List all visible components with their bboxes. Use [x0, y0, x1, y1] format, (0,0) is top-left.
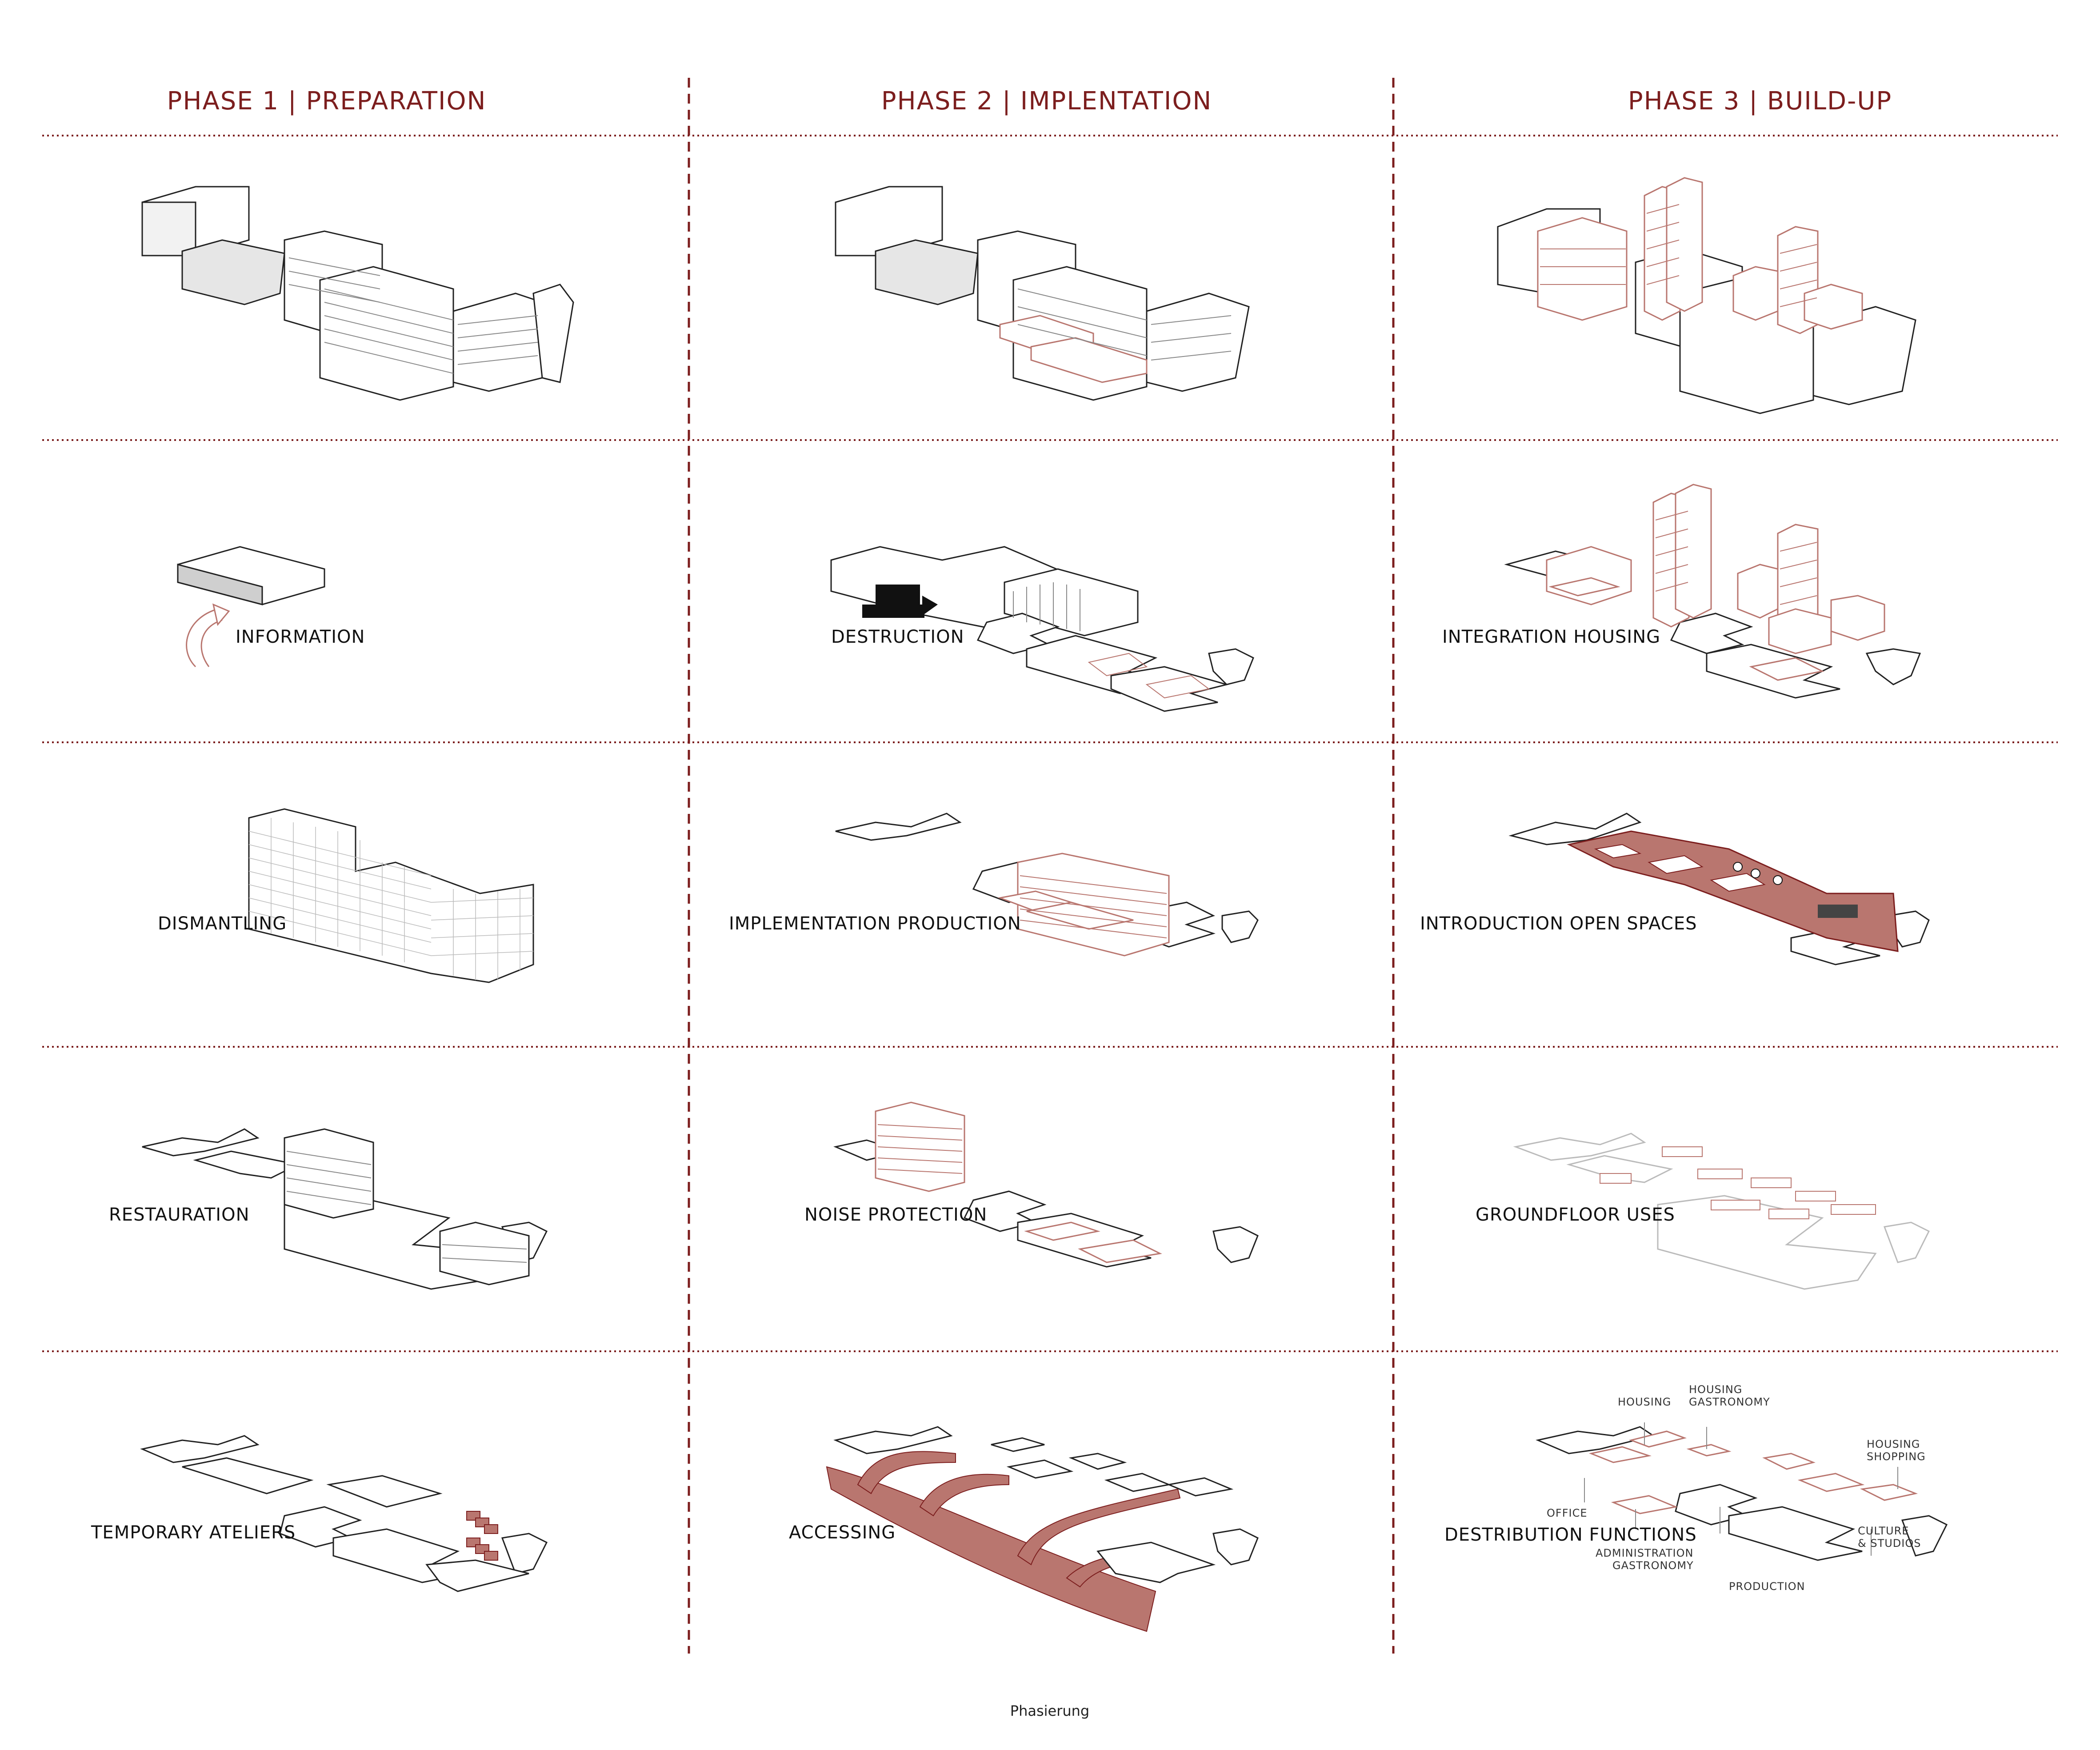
- label-housing-gastronomy-1: HOUSING: [1689, 1383, 1743, 1396]
- label-housing-shopping-1: HOUSING: [1867, 1438, 1920, 1450]
- label-culture-studios: & STUDIOS: [1858, 1537, 1921, 1550]
- building-complex-diagram: [835, 186, 1250, 401]
- caption-implementation-production: IMPLEMENTATION PRODUCTION: [729, 913, 1021, 934]
- caption-destribution-functions: DESTRIBUTION FUNCTIONS: [1444, 1525, 1697, 1545]
- caption-introduction-open-spaces: INTRODUCTION OPEN SPACES: [1420, 913, 1697, 934]
- phase-1-title: PHASE 1 | PREPARATION: [167, 87, 487, 116]
- label-housing: HOUSING: [1618, 1396, 1672, 1408]
- restauration-diagram: [142, 1128, 548, 1290]
- dismantling-diagram: [248, 808, 534, 983]
- label-administration: ADMINISTRATION: [1596, 1547, 1694, 1559]
- noise-protection-diagram: [833, 1101, 1259, 1268]
- caption-groundfloor-uses: GROUNDFLOOR USES: [1476, 1205, 1675, 1225]
- label-culture: CULTURE: [1858, 1525, 1909, 1537]
- accessing-diagram: [826, 1426, 1259, 1632]
- phase-3-title: PHASE 3 | BUILD-UP: [1628, 87, 1892, 116]
- footer-caption: Phasierung: [1010, 1702, 1090, 1719]
- label-housing-shopping-2: SHOPPING: [1867, 1450, 1926, 1463]
- caption-dismantling: DISMANTLING: [158, 913, 287, 934]
- label-office: OFFICE: [1547, 1507, 1588, 1519]
- label-administration-gastronomy: GASTRONOMY: [1612, 1559, 1694, 1572]
- caption-temporary-ateliers: TEMPORARY ATELIERS: [91, 1522, 296, 1543]
- caption-destruction: DESTRUCTION: [831, 627, 964, 647]
- caption-integration-housing: INTEGRATION HOUSING: [1442, 627, 1661, 647]
- label-housing-gastronomy-2: GASTRONOMY: [1689, 1396, 1770, 1408]
- information-pavilion-diagram: [177, 546, 325, 668]
- label-production: PRODUCTION: [1729, 1580, 1805, 1593]
- building-complex-diagram: [141, 186, 574, 401]
- caption-accessing: ACCESSING: [789, 1522, 896, 1543]
- integration-housing-diagram: [1504, 484, 1921, 699]
- destruction-diagram: [830, 546, 1254, 712]
- caption-noise-protection: NOISE PROTECTION: [804, 1205, 988, 1225]
- open-spaces-diagram: [1508, 813, 1930, 965]
- temporary-ateliers-diagram: [140, 1435, 548, 1592]
- caption-restauration: RESTAURATION: [109, 1205, 250, 1225]
- caption-information: INFORMATION: [236, 627, 365, 647]
- implementation-production-diagram: [835, 813, 1259, 957]
- destribution-functions-diagram: [1536, 1422, 1948, 1561]
- groundfloor-uses-diagram: [1513, 1133, 1930, 1290]
- building-complex-diagram: [1497, 177, 1916, 414]
- phase-2-title: PHASE 2 | IMPLENTATION: [881, 87, 1212, 116]
